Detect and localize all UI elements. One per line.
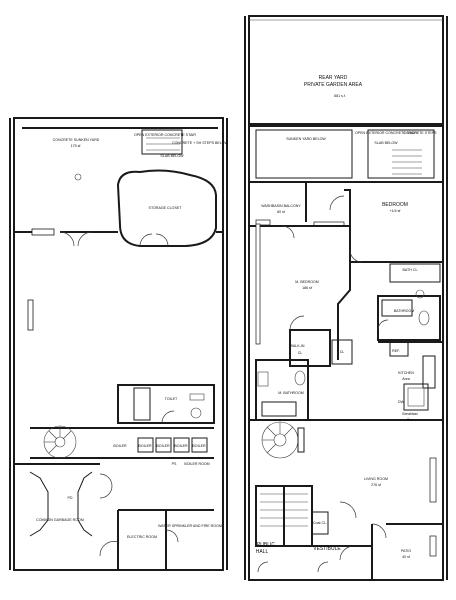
rear-yard-area: 681 s.f.	[334, 94, 346, 98]
upper-outer-wall	[248, 125, 444, 581]
boiler-unit-4: BOILER	[192, 444, 206, 448]
upper-slab-note: SLAB BELOW	[374, 141, 398, 145]
rear-yard-subtitle: PRIVATE GARDEN AREA	[304, 82, 363, 88]
m-bathroom-label: M. BATHROOM	[278, 391, 304, 395]
lower-slab-note: SLAB BELOW	[160, 154, 184, 158]
sunken-yard-label: SUNKEN YARD BELOW	[286, 137, 326, 141]
living-room-label: LIVING ROOM	[364, 477, 388, 481]
boiler-room-label: BOILER ROOM	[184, 462, 209, 466]
boiler-unit-5: BOILER	[113, 444, 127, 448]
electric-room-label: ELECTRIC ROOM	[127, 535, 157, 539]
ps-label: PS	[172, 462, 177, 466]
storage-closet-wall	[116, 169, 217, 247]
bedroom-area: +1/4 sf	[390, 209, 401, 213]
lower-level-plan	[9, 117, 228, 571]
bathroom-label: BATHROOM	[394, 309, 415, 313]
closet-label: CL	[340, 350, 345, 354]
living-room-area: 276 sf	[371, 483, 381, 487]
boiler-unit-1: BOILER	[138, 444, 152, 448]
patio-area: 40 sf	[402, 555, 410, 559]
lower-yard-area: 175 sf.	[71, 144, 82, 148]
master-bedroom-area: 186 sf	[302, 286, 312, 290]
upper-stair-steps-label: CONCRETE STEPS	[404, 131, 438, 135]
toilet-label: TOILET	[165, 397, 178, 401]
walk-in-label: WALK-IN	[290, 344, 305, 348]
lower-stair-note: CONCRETE + SH STEPS BELOW	[172, 141, 229, 145]
common-garbage-label: COMMON GARBAGE ROOM	[36, 518, 84, 522]
rear-yard-title: REAR YARD	[319, 75, 348, 81]
master-bedroom-label: M. BEDROOM	[295, 280, 319, 284]
vestibule-label: VESTIBULE	[313, 546, 341, 552]
water-room-label: WATER SPRINKLER AND FIRE ROOM	[158, 524, 222, 528]
rear-yard-wall	[248, 15, 444, 125]
balcony-label: WASHBASIN BALCONY	[261, 204, 301, 208]
lower-exterior-stair	[141, 129, 183, 155]
breakfast-label: Breakfast	[402, 412, 417, 416]
balcony-area: 60 sf	[277, 210, 285, 214]
boiler-unit-2: BOILER	[156, 444, 170, 448]
public-hall-label-1: PUBLIC	[257, 542, 275, 548]
kitchen-area: Area	[402, 377, 410, 381]
bath-closet-label: BATH CL	[403, 268, 418, 272]
walk-in-code: CL	[298, 351, 303, 355]
bedroom-label: BEDROOM	[382, 202, 408, 208]
dw-label: DW	[398, 400, 405, 404]
breakfast-area: Bar	[407, 418, 413, 422]
coat-closet-label: Coat CL.	[313, 521, 327, 525]
public-hall-label-2: HALL	[256, 549, 269, 555]
upper-level-plan	[244, 15, 448, 581]
patio-label: PATIO	[401, 549, 411, 553]
boiler-unit-3: BOILER	[174, 444, 188, 448]
kitchen-label: KITCHEN	[398, 371, 414, 375]
lower-yard-label: CONCRETE SUNKEN YARD	[53, 138, 100, 142]
pd-label: PD	[68, 496, 73, 500]
storage-closet-label: STORAGE CLOSET	[149, 206, 183, 210]
lower-open-exterior-label: OPEN EXTERIOR CONCRETE STAIR	[134, 133, 196, 137]
ref-label: REF.	[392, 349, 400, 353]
upper-open-exterior-label: OPEN EXTERIOR CONCRETE STAIR	[355, 131, 417, 135]
